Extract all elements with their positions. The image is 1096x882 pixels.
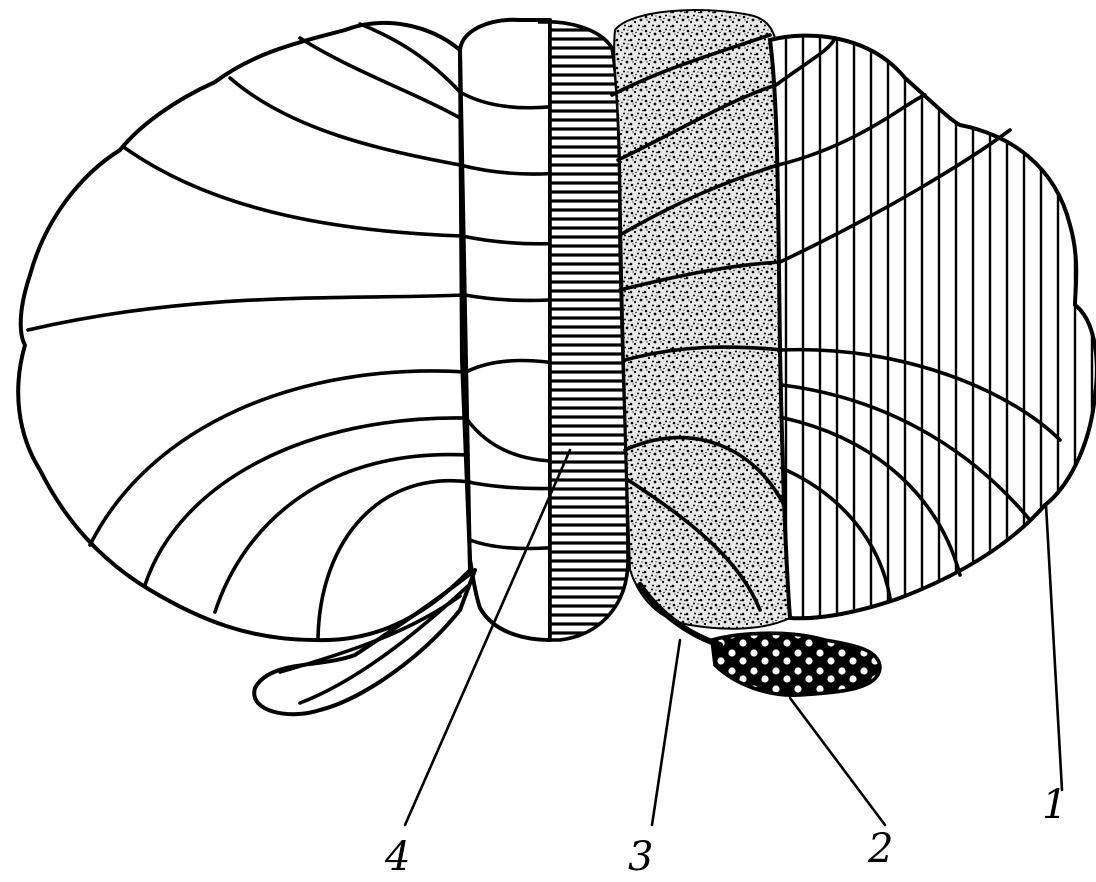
zone-4-hatched bbox=[538, 22, 628, 640]
left-fold-9 bbox=[318, 481, 470, 638]
leader-1 bbox=[1046, 505, 1062, 790]
leader-2 bbox=[790, 698, 885, 825]
label-4: 4 bbox=[384, 834, 410, 880]
left-fold-3 bbox=[230, 78, 460, 165]
left-fold-1 bbox=[360, 24, 460, 92]
left-fold-5 bbox=[28, 295, 465, 330]
left-fold-4 bbox=[125, 148, 462, 236]
label-3: 3 bbox=[628, 834, 653, 880]
zone-2-flocculus bbox=[712, 633, 880, 695]
left-hemisphere bbox=[18, 23, 470, 640]
left-fold-7 bbox=[145, 418, 467, 585]
label-1: 1 bbox=[1042, 782, 1067, 828]
leader-3 bbox=[652, 640, 680, 825]
left-fold-8 bbox=[215, 455, 468, 612]
left-flocculus bbox=[254, 570, 475, 714]
left-flocculus-fold-2 bbox=[300, 586, 468, 703]
leader-4 bbox=[405, 450, 570, 825]
left-fold-2 bbox=[300, 38, 460, 118]
label-2: 2 bbox=[867, 826, 893, 872]
